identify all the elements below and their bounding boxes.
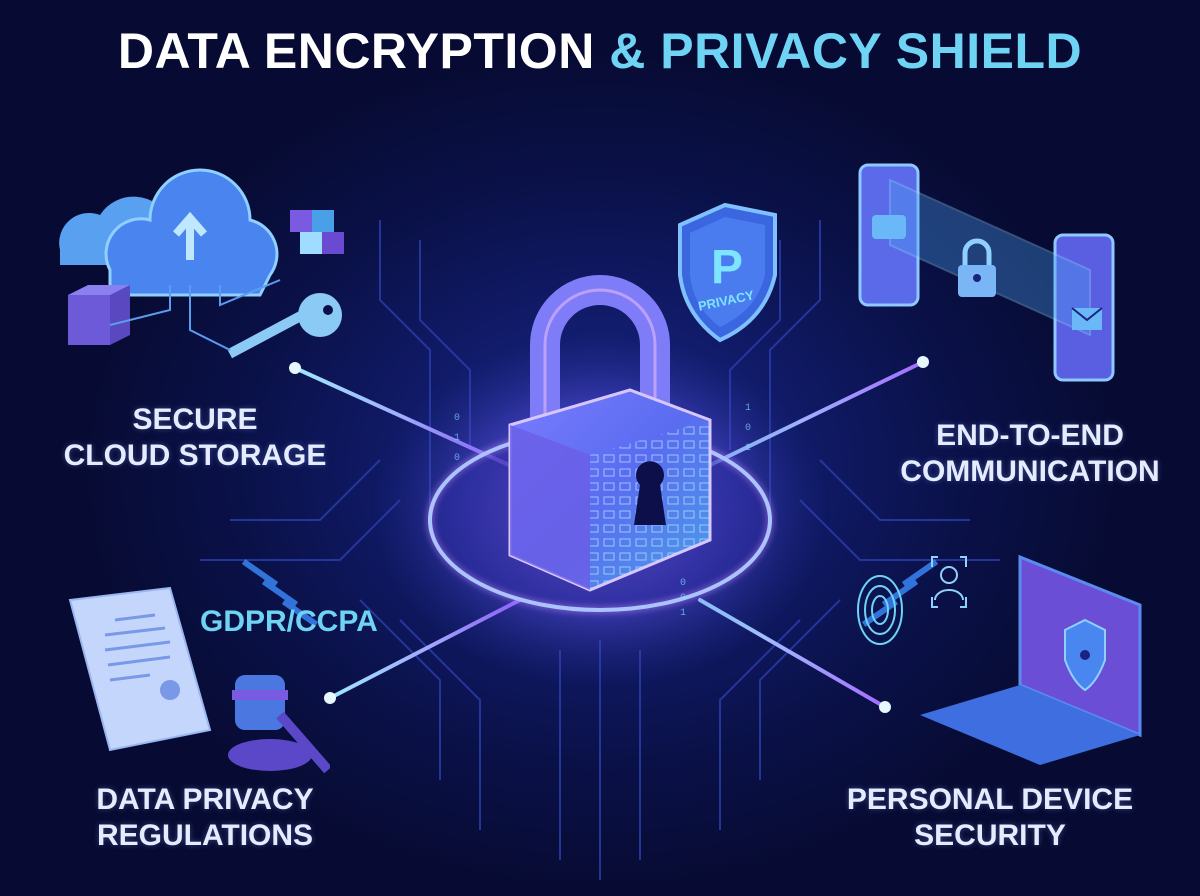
cube-cluster-icon <box>290 210 344 254</box>
chat-bubble-icon <box>872 215 906 239</box>
privacy-shield-icon: P PRIVACY <box>678 202 777 343</box>
e2e-communication-illustration <box>858 163 1115 382</box>
padlock-icon <box>508 275 712 592</box>
regulations-illustration <box>68 586 330 774</box>
smartphone-icon <box>858 163 1115 382</box>
svg-text:1: 1 <box>680 608 686 619</box>
page-title: DATA ENCRYPTION & PRIVACY SHIELD <box>0 22 1200 80</box>
laptop-shield-icon <box>920 554 1142 765</box>
node-label-cloud: SECURE CLOUD STORAGE <box>63 403 327 472</box>
svg-text:0: 0 <box>454 413 460 424</box>
node-label-device: PERSONAL DEVICE SECURITY <box>846 783 1134 852</box>
title-accent: & PRIVACY SHIELD <box>609 23 1083 79</box>
cloud-upload-icon <box>59 168 279 297</box>
envelope-icon <box>1071 307 1103 330</box>
svg-text:0: 0 <box>745 423 751 434</box>
node-label-e2e: END-TO-END COMMUNICATION <box>900 419 1160 488</box>
title-main: DATA ENCRYPTION <box>117 23 595 79</box>
cloud-storage-illustration <box>59 168 344 359</box>
svg-text:P: P <box>711 241 743 294</box>
key-icon <box>227 293 342 359</box>
padlock-icon <box>958 238 996 297</box>
svg-text:0: 0 <box>680 578 686 589</box>
svg-text:1: 1 <box>745 403 751 414</box>
svg-text:1: 1 <box>745 443 751 454</box>
fingerprint-icon <box>857 575 903 645</box>
node-label-regulations: DATA PRIVACY REGULATIONS <box>96 783 314 852</box>
document-scroll-icon <box>68 586 212 752</box>
server-box-icon <box>68 285 130 345</box>
svg-text:0: 0 <box>680 593 686 604</box>
face-id-icon <box>931 556 967 608</box>
gavel-icon <box>228 675 330 774</box>
svg-text:0: 0 <box>454 453 460 464</box>
svg-text:1: 1 <box>454 433 460 444</box>
regulations-tag: GDPR/CCPA <box>200 605 378 638</box>
device-security-illustration <box>857 554 1142 765</box>
